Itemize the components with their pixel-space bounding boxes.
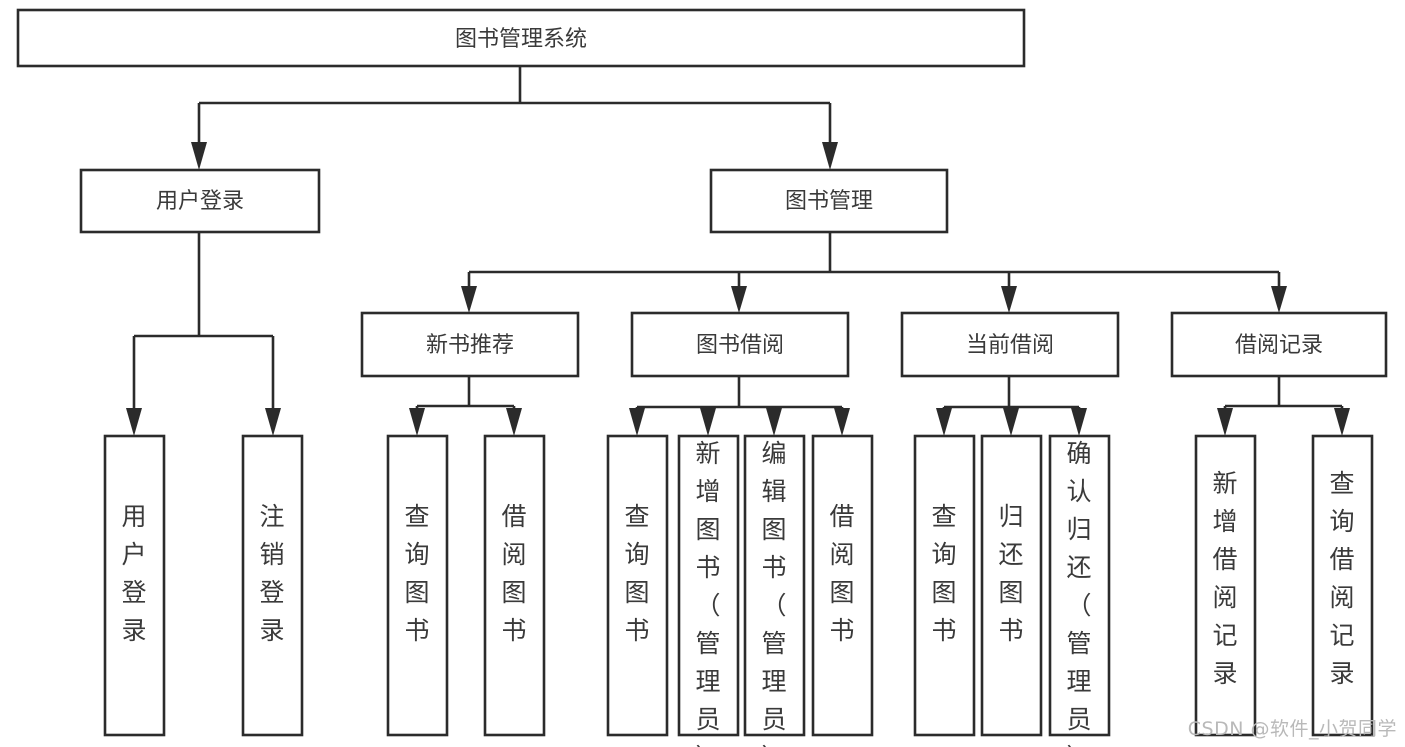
leaf-query-books-borrow-box[interactable] [606,434,669,737]
node-current-borrow[interactable]: 当前借阅 [900,311,1120,378]
leaf-node-borrow-books-newbooks[interactable]: 借阅图书 [483,434,546,737]
leaf-node-edit-book-admin[interactable]: 编辑图书（管理员） [743,434,806,747]
arrow-head-borrow-leaf4 [834,408,850,436]
leaf-node-borrow-books-borrow[interactable]: 借阅图书 [811,434,874,737]
node-user-login-label: 用户登录 [156,189,244,214]
leaf-add-book-admin-label: 新增图书（管理员） [695,439,720,747]
node-current-borrow-label: 当前借阅 [966,333,1054,358]
leaf-node-query-books-newbooks[interactable]: 查询图书 [386,434,449,737]
leaf-borrow-books-borrow-box[interactable] [811,434,874,737]
leaf-query-books-newbooks-box[interactable] [386,434,449,737]
node-book-management-box[interactable] [709,168,949,234]
node-root-box[interactable] [16,8,1026,68]
node-new-book-recommend-label: 新书推荐 [426,333,514,358]
leaf-query-borrow-record-label: 查询借阅记录 [1329,469,1354,688]
leaf-node-return-books[interactable]: 归还图书 [980,434,1043,737]
leaf-borrow-books-newbooks-label: 借阅图书 [501,502,526,645]
leaf-user-login-box[interactable] [103,434,166,737]
leaf-add-borrow-record-box[interactable] [1194,434,1257,737]
arrow-head-borrow-leaf3 [766,408,782,436]
arrow-head-borrow-leaf1 [629,408,645,436]
leaf-add-borrow-record-label: 新增借阅记录 [1212,469,1237,688]
arrow-head-leaf-logout [265,408,281,436]
leaf-node-confirm-return-admin[interactable]: 确认归还（管理员） [1048,434,1111,747]
node-borrow-records-box[interactable] [1170,311,1388,378]
leaf-borrow-books-newbooks-box[interactable] [483,434,546,737]
node-new-book-recommend[interactable]: 新书推荐 [360,311,580,378]
node-current-borrow-box[interactable] [900,311,1120,378]
leaf-query-books-borrow-label: 查询图书 [624,502,649,645]
node-book-management-label: 图书管理 [785,189,873,214]
arrow-head-current-leaf2 [1003,408,1019,436]
node-book-management[interactable]: 图书管理 [709,168,949,234]
arrow-head-records-leaf2 [1334,408,1350,436]
leaf-node-add-book-admin[interactable]: 新增图书（管理员） [677,434,740,747]
connector-layer [126,66,1350,436]
node-user-login[interactable]: 用户登录 [79,168,321,234]
node-root-label: 图书管理系统 [455,27,587,52]
leaf-return-books-box[interactable] [980,434,1043,737]
node-book-borrow-label: 图书借阅 [696,333,784,358]
arrow-head-newbooks-leaf1 [409,408,425,436]
leaf-node-query-borrow-record[interactable]: 查询借阅记录 [1311,434,1374,737]
leaf-logout-box[interactable] [241,434,304,737]
leaf-node-query-books-current[interactable]: 查询图书 [913,434,976,737]
leaf-borrow-books-borrow-label: 借阅图书 [829,502,854,645]
leaf-logout-label: 注销登录 [259,502,284,645]
leaf-query-books-current-box[interactable] [913,434,976,737]
arrow-head-newbooks-leaf2 [506,408,522,436]
leaf-confirm-return-admin-box[interactable] [1048,434,1111,737]
node-user-login-box[interactable] [79,168,321,234]
leaf-edit-book-admin-label: 编辑图书（管理员） [761,439,786,747]
arrow-head-borrow-leaf2 [700,408,716,436]
leaf-query-books-newbooks-label: 查询图书 [404,502,429,645]
leaf-query-borrow-record-box[interactable] [1311,434,1374,737]
arrow-head-book-mgmt [822,142,838,170]
leaf-user-login-label: 用户登录 [121,502,146,645]
arrow-head-current [1001,286,1017,313]
arrow-head-records [1271,286,1287,313]
node-borrow-records-label: 借阅记录 [1235,333,1323,358]
leaf-query-books-current-label: 查询图书 [931,502,956,645]
leaf-node-user-login[interactable]: 用户登录 [103,434,166,737]
arrow-head-current-leaf3 [1071,408,1087,436]
arrow-head-borrow [731,286,747,313]
leaf-confirm-return-admin-label: 确认归还（管理员） [1066,439,1091,747]
arrow-head-current-leaf1 [936,408,952,436]
node-new-book-recommend-box[interactable] [360,311,580,378]
node-root[interactable]: 图书管理系统 [16,8,1026,68]
leaf-node-logout[interactable]: 注销登录 [241,434,304,737]
leaf-node-query-books-borrow[interactable]: 查询图书 [606,434,669,737]
node-borrow-records[interactable]: 借阅记录 [1170,311,1388,378]
leaf-add-book-admin-box[interactable] [677,434,740,737]
leaf-node-add-borrow-record[interactable]: 新增借阅记录 [1194,434,1257,737]
arrow-head-leaf-user-login [126,408,142,436]
arrow-head-user-login [191,142,207,170]
leaf-edit-book-admin-box[interactable] [743,434,806,737]
csdn-watermark: CSDN @软件_小贺同学 [1187,718,1397,740]
leaf-return-books-label: 归还图书 [998,502,1023,645]
node-book-borrow[interactable]: 图书借阅 [630,311,850,378]
arrow-head-new-books [461,286,477,313]
node-book-borrow-box[interactable] [630,311,850,378]
arrow-head-records-leaf1 [1217,408,1233,436]
